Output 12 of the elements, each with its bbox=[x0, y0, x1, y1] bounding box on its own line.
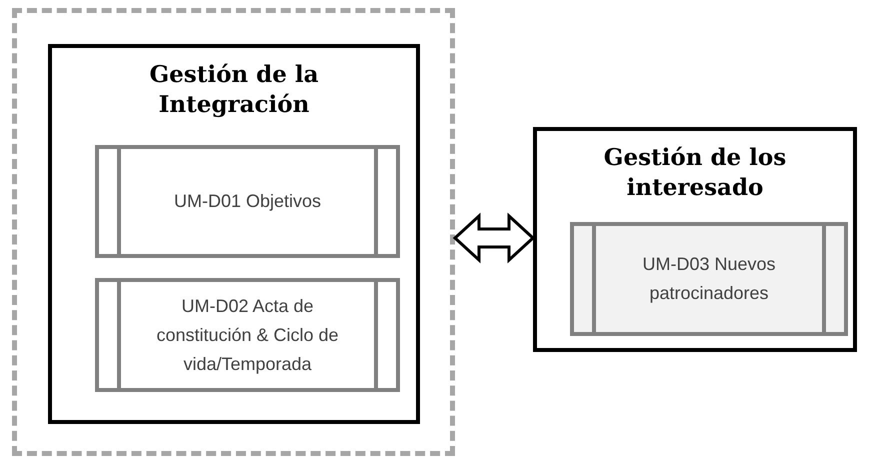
double-arrow bbox=[452, 212, 536, 264]
process-box bbox=[570, 222, 848, 336]
process-box bbox=[95, 278, 400, 392]
area-title: Gestión de la Integración bbox=[148, 60, 320, 120]
process-label: UM-D03 Nuevos patrocinadores bbox=[641, 253, 777, 305]
area-box bbox=[48, 44, 420, 424]
area-box bbox=[533, 127, 857, 352]
process-box bbox=[95, 145, 400, 258]
dashed-group-frame bbox=[12, 8, 455, 456]
process-label: UM-D01 Objetivos bbox=[174, 190, 322, 213]
process-label: UM-D02 Acta de constitución & Ciclo de vida/Temporada bbox=[155, 294, 340, 376]
area-title: Gestión de los interesado bbox=[602, 143, 788, 203]
